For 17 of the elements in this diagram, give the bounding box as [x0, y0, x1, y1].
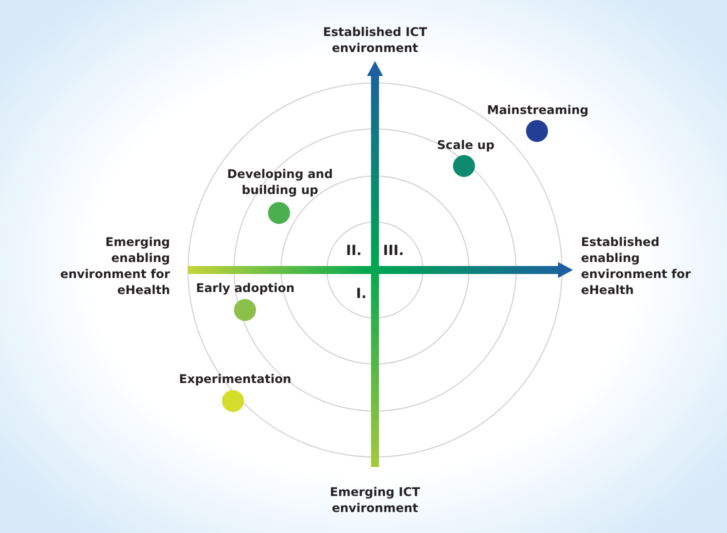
stage-dot [268, 202, 290, 224]
stage-label: Scale up [437, 137, 496, 153]
axis-label: Emerging enabling environment for eHealth [59, 234, 170, 298]
stage-label: Mainstreaming [487, 102, 590, 118]
stage-label: Early adoption [196, 280, 296, 296]
stage-dot [453, 155, 475, 177]
stage-dot [234, 299, 256, 321]
quadrant-numeral: II. [346, 242, 363, 260]
stage-dot [222, 390, 244, 412]
quadrant-numeral: III. [383, 242, 405, 260]
quadrant-numeral: I. [356, 285, 368, 303]
axis-label: Established enabling environment for eHealth [581, 234, 692, 298]
axis-label: Emerging ICT environment [328, 484, 422, 516]
axis-label: Established ICT environment [322, 24, 428, 56]
stage-label: Experimentation [179, 371, 292, 387]
stage-label: Developing and building up [226, 166, 334, 198]
stage-dot [526, 120, 548, 142]
